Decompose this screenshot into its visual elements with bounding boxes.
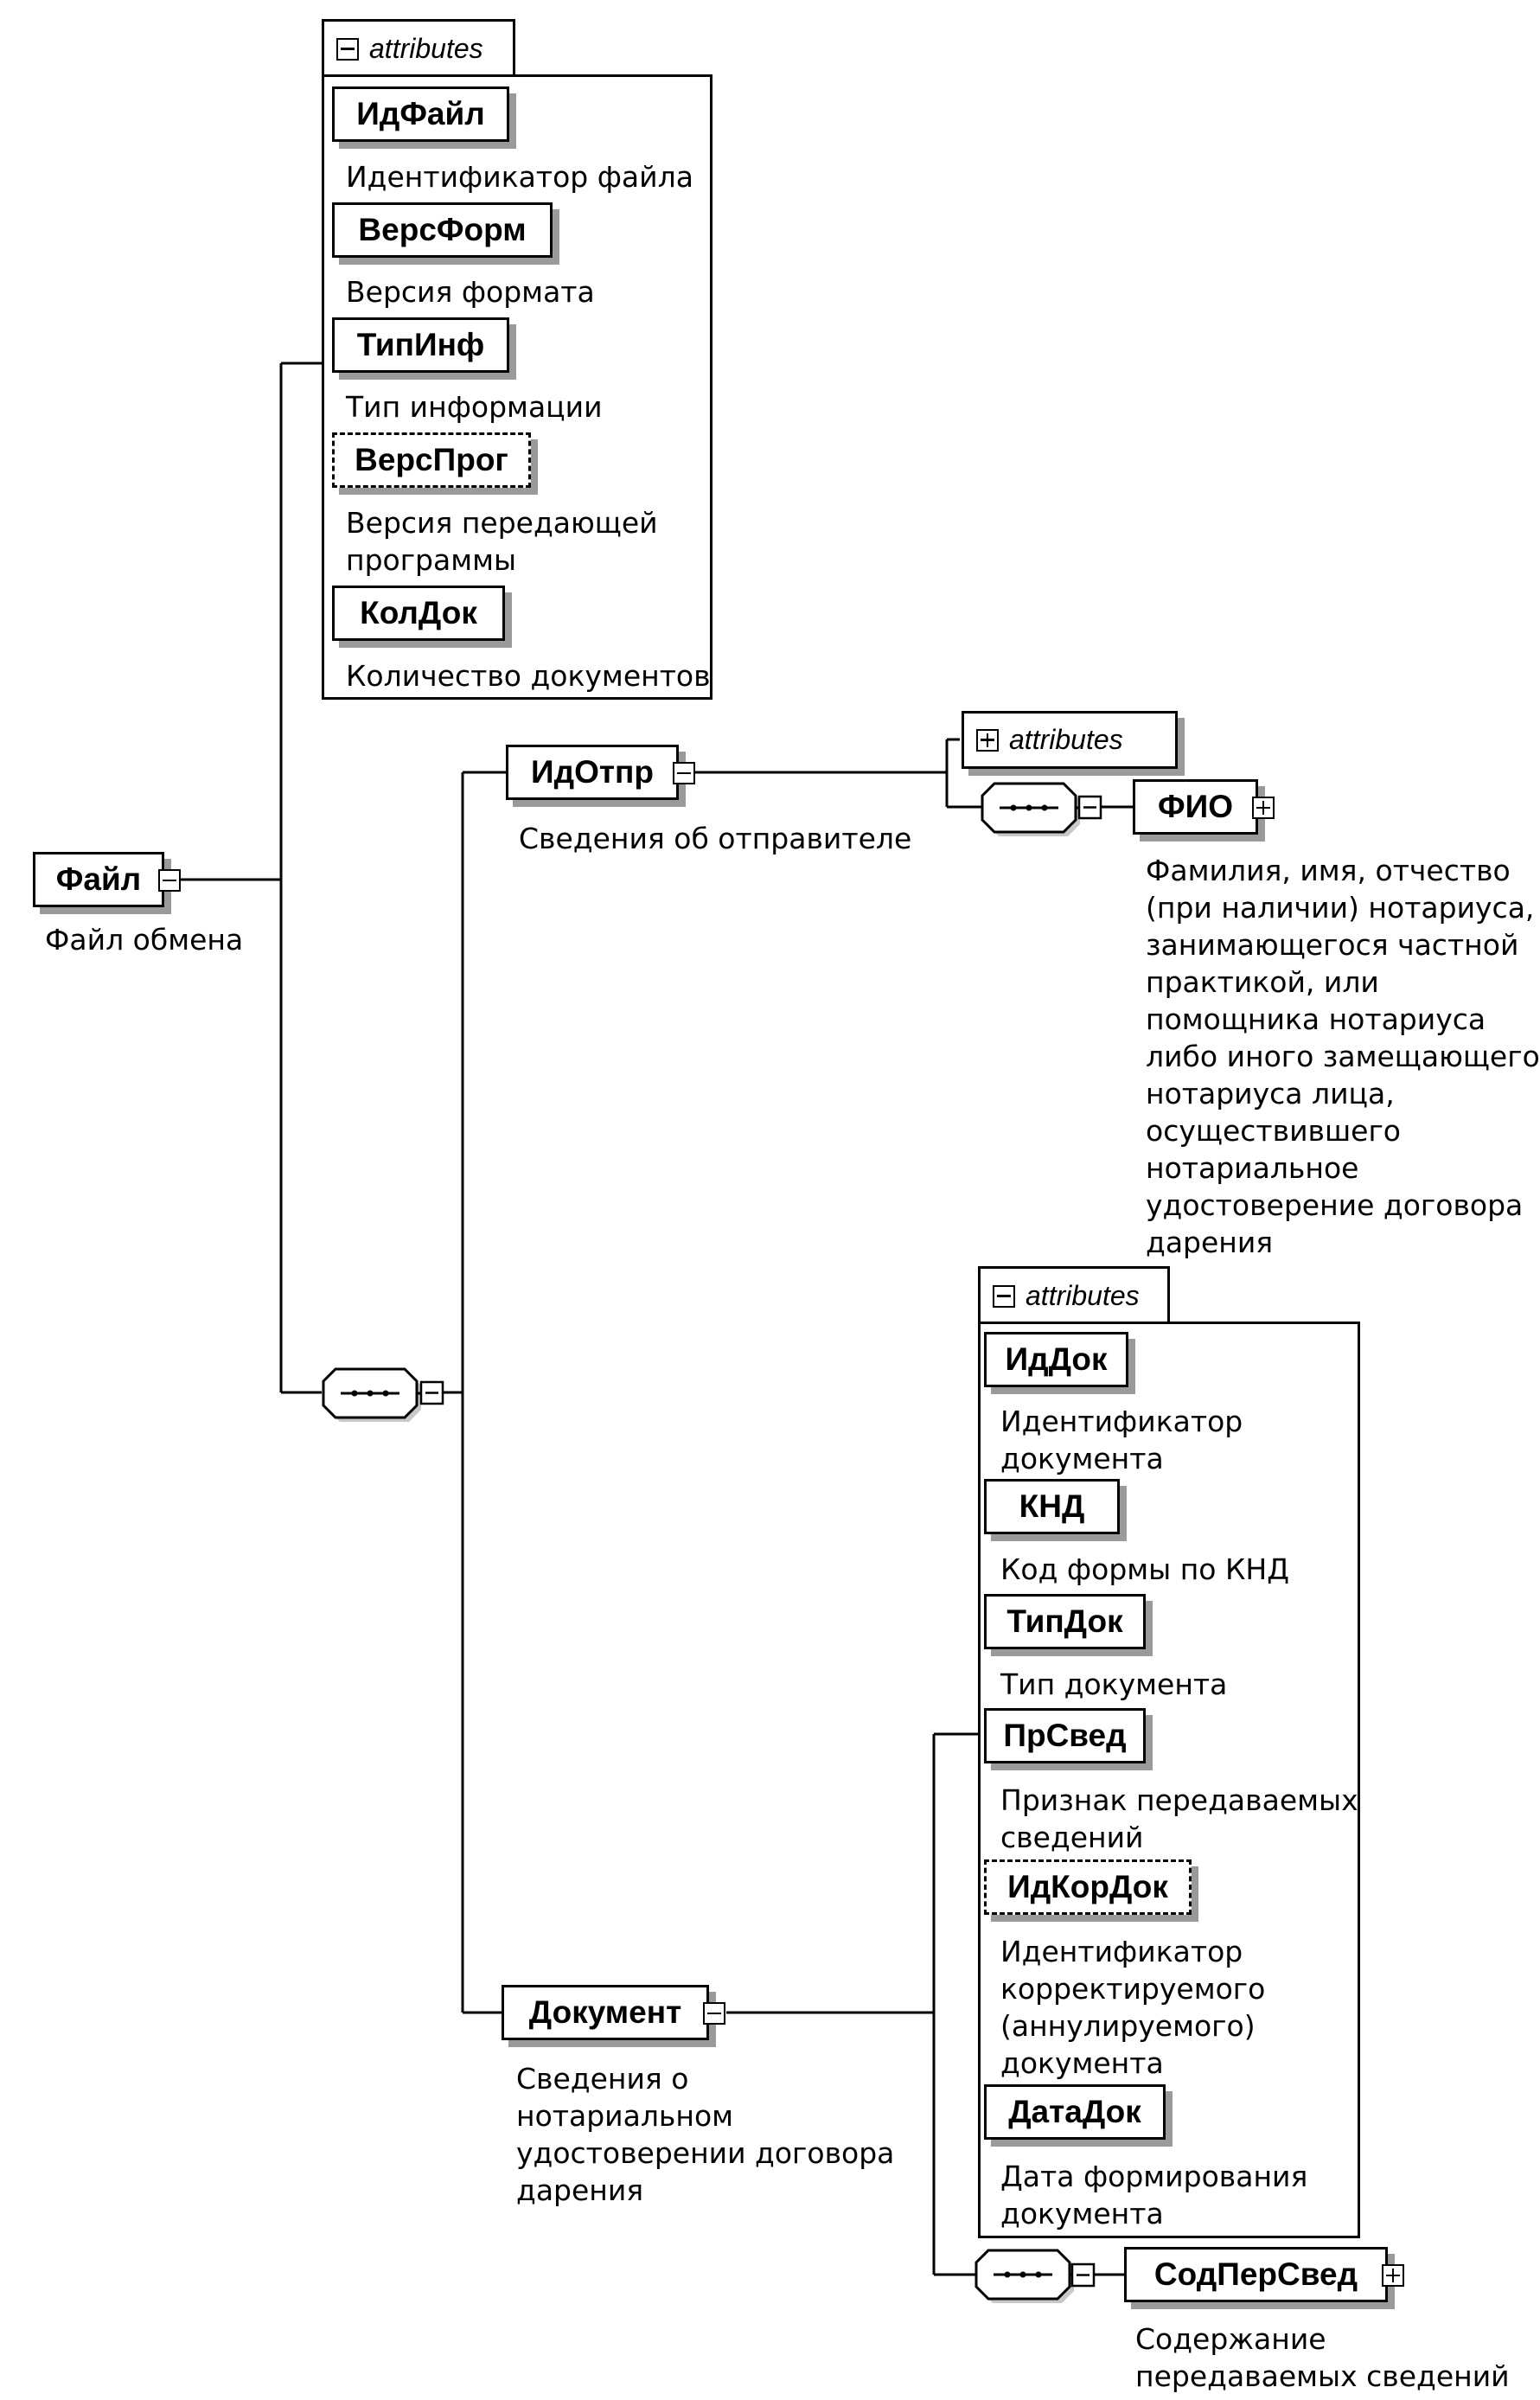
collapse-icon[interactable] (673, 762, 695, 784)
attr-versprog[interactable]: ВерсПрог (332, 432, 531, 488)
attr-koldok[interactable]: КолДок (332, 586, 505, 641)
node-sodpersved-label: СодПерСвед (1153, 2256, 1358, 2292)
attr-datadok-description: Дата формирования документа (1000, 2160, 1308, 2230)
node-sender-label: ИдОтпр (531, 754, 654, 790)
node-document-description: Сведения о нотариальном удостоверении до… (516, 2062, 895, 2207)
expand-icon[interactable] (1252, 797, 1275, 819)
node-document[interactable]: Документ (502, 1985, 725, 2040)
node-document-label: Документ (528, 1994, 682, 2030)
collapse-icon[interactable] (158, 869, 181, 892)
attr-tipinf-description: Тип информации (346, 390, 603, 424)
attr-iddok-description: Идентификатор документа (1000, 1405, 1243, 1475)
sender-attributes-tab-label: attributes (1009, 724, 1123, 755)
attr-prsved[interactable]: ПрСвед (984, 1708, 1146, 1763)
file-attributes-tab[interactable]: attributes (322, 19, 515, 76)
collapse-icon[interactable] (993, 1284, 1015, 1308)
collapse-icon[interactable] (703, 2002, 725, 2025)
attr-knd-description: Код формы по КНД (1000, 1552, 1289, 1586)
node-root[interactable]: Файл (33, 852, 181, 907)
attr-iddok[interactable]: ИдДок (984, 1332, 1128, 1387)
node-fio-description: Фамилия, имя, отчество (при наличии) нот… (1146, 854, 1540, 1259)
sequence-compositor-main (322, 1367, 444, 1422)
node-root-label: Файл (55, 861, 142, 897)
node-fio[interactable]: ФИО (1133, 779, 1275, 835)
expand-icon[interactable] (976, 728, 999, 752)
file-attributes-tab-label: attributes (369, 33, 483, 64)
node-fio-label: ФИО (1158, 789, 1233, 824)
collapse-icon[interactable] (336, 37, 359, 61)
attr-tipdok-description: Тип документа (1000, 1667, 1228, 1701)
document-attributes-tab-label: attributes (1026, 1280, 1140, 1311)
attr-tipdok[interactable]: ТипДок (984, 1594, 1146, 1649)
sequence-compositor-sender (981, 782, 1102, 836)
node-root-description: Файл обмена (45, 923, 244, 957)
attr-idfile-description: Идентификатор файла (346, 160, 693, 194)
attr-tipinf[interactable]: ТипИнф (332, 317, 509, 373)
attr-koldok-description: Количество документов (346, 659, 711, 693)
attr-idkordok[interactable]: ИдКорДок (984, 1859, 1192, 1915)
document-attributes-tab[interactable]: attributes (978, 1266, 1170, 1323)
attr-idfile[interactable]: ИдФайл (332, 86, 509, 142)
attr-idkordok-description: Идентификатор корректируемого (аннулируе… (1000, 1935, 1266, 2080)
attr-versform[interactable]: ВерсФорм (332, 202, 553, 258)
attr-datadok[interactable]: ДатаДок (984, 2084, 1166, 2140)
expand-icon[interactable] (1382, 2264, 1404, 2287)
attr-versprog-description: Версия передающей программы (346, 506, 658, 577)
attr-prsved-description: Признак передаваемых сведений (1000, 1783, 1358, 1854)
node-sodpersved-description: Содержание передаваемых сведений (1135, 2322, 1510, 2393)
sequence-compositor-document (974, 2249, 1096, 2303)
attr-knd[interactable]: КНД (984, 1479, 1120, 1534)
node-sender-description: Сведения об отправителе (519, 822, 912, 855)
sender-attributes-tab[interactable]: attributes (962, 711, 1178, 769)
node-sodpersved[interactable]: СодПерСвед (1124, 2247, 1404, 2302)
attr-versform-description: Версия формата (346, 275, 595, 309)
node-sender[interactable]: ИдОтпр (506, 745, 695, 800)
